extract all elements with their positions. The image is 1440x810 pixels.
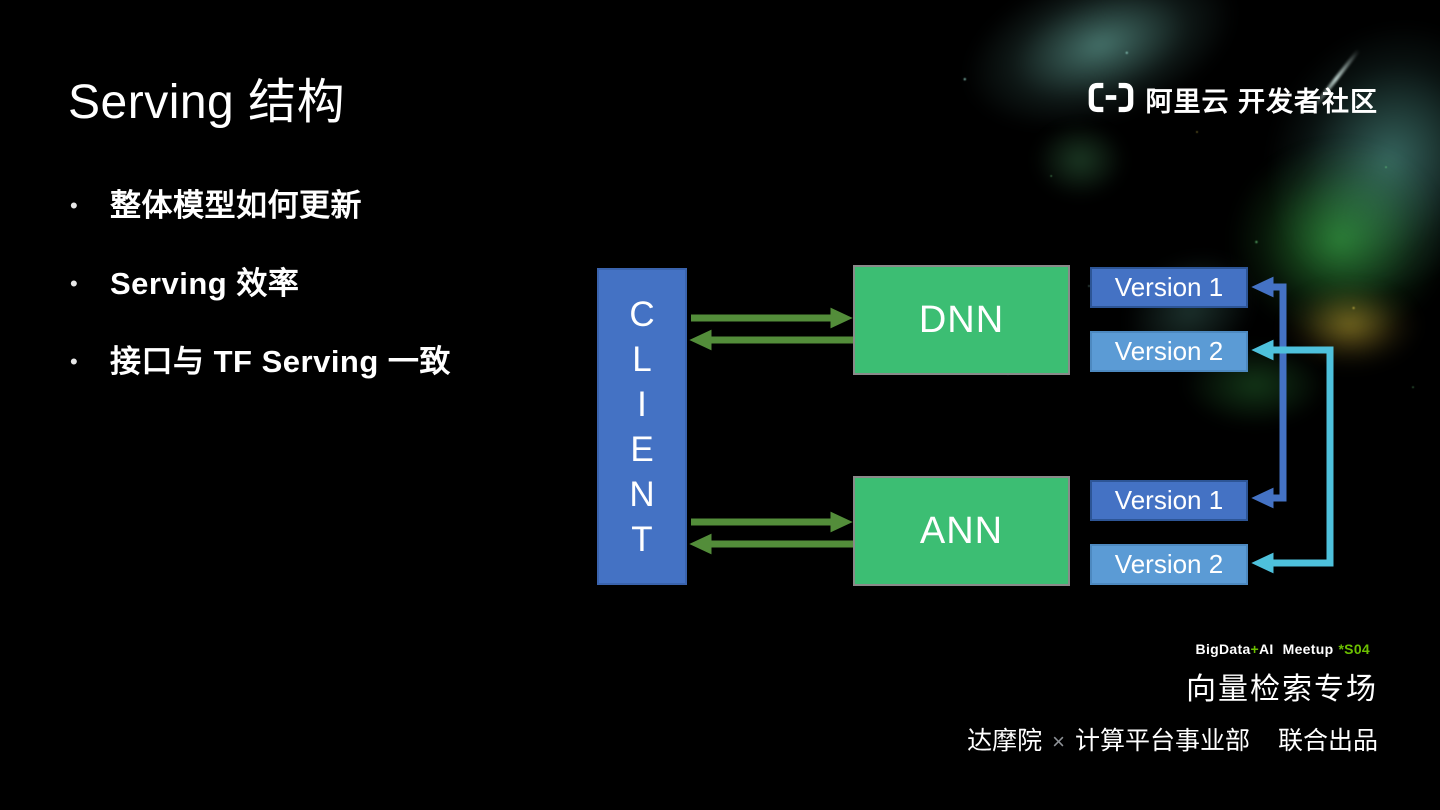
bullet-icon: • [70,349,78,374]
credit-suffix: 联合出品 [1277,727,1378,755]
dnn-version2-box: Version 2 [1090,331,1248,372]
client-letter: N [629,474,655,514]
list-item: • 整体模型如何更新 [70,190,451,222]
version2-link-connector [1251,339,1334,574]
bullet-list: • 整体模型如何更新 • Serving 效率 • 接口与 TF Serving… [70,190,451,424]
bullet-icon: • [70,193,78,218]
ann-version2-box: Version 2 [1090,544,1248,585]
credit-line: 达摩院 × 计算平台事业部联合出品 [967,721,1378,757]
meetup-ai: AI [1259,641,1274,657]
alibaba-cloud-bracket-icon [1087,82,1135,118]
bullet-text: Serving 效率 [110,266,300,301]
dnn-label: DNN [918,298,1005,341]
meetup-session: *S04 [1338,641,1370,657]
client-letter: T [631,519,653,559]
credit-org2: 计算平台事业部 [1074,727,1250,755]
client-letter: C [629,294,655,334]
list-item: • Serving 效率 [70,268,451,300]
version1-link-connector [1251,276,1287,509]
bullet-text: 整体模型如何更新 [110,188,362,223]
logo-text: 阿里云 开发者社区 [1145,87,1378,117]
list-item: • 接口与 TF Serving 一致 [70,346,451,378]
green-wisp [1230,140,1440,340]
bullet-text: 接口与 TF Serving 一致 [110,344,451,379]
multiply-icon: × [1052,729,1065,754]
client-letter: E [630,429,654,469]
bullet-icon: • [70,271,78,296]
teal-wisp [1077,204,1303,416]
meetup-bigdata: BigData [1195,641,1251,657]
ann-label: ANN [919,509,1004,552]
client-node: C L I E N T [597,268,687,585]
aliyun-developer-community-logo: 阿里云 开发者社区 [1087,80,1378,119]
green-wisp [1020,110,1140,210]
meetup-word: Meetup [1282,641,1334,657]
ann-node: ANN [853,476,1070,586]
meetup-plus: + [1250,641,1260,657]
credit-org1: 达摩院 [967,727,1043,755]
client-letter: L [632,339,652,379]
teal-wisp [1222,0,1440,338]
client-letter: I [637,384,647,424]
ann-version1-box: Version 1 [1090,480,1248,521]
meetup-tagline: BigData+AI Meetup*S04 [1196,641,1370,657]
dnn-node: DNN [853,265,1070,375]
event-title: 向量检索专场 [1186,673,1378,706]
yellow-wisp [1280,280,1420,370]
page-title: Serving 结构 [68,76,346,129]
dnn-version1-box: Version 1 [1090,267,1248,308]
